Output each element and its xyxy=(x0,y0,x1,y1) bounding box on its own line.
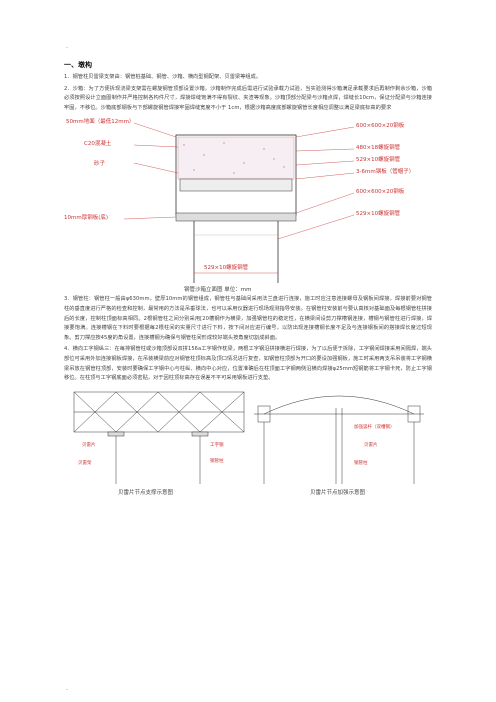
section-heading: 一、墩构 xyxy=(64,61,92,69)
sand-dots xyxy=(183,142,285,175)
left-truss-diagram xyxy=(73,391,245,484)
inner-steel-plate xyxy=(179,179,293,192)
sandbox-elevation-diagram: 50mm地面（最低12mm） C20混凝土 砂子 10mm厚钢板(底) 600×… xyxy=(64,117,414,293)
paragraph-2: 2．沙箱：为了方便拆现浇梁支架需在螺旋钢管顶部设置沙箱，沙箱制作完成后需进行试验… xyxy=(64,85,432,111)
paragraph-4: 4．横向工字钢纵三：在每排钢管柱或沙箱顶部设双拼156a工字钢作枕梁，两根工字钢… xyxy=(64,346,432,382)
label-top-left: 50mm地面（最低12mm） xyxy=(66,117,134,125)
left-label-c: 工字钢 xyxy=(210,441,224,448)
label-r1: 480×18螺旋钢管 xyxy=(356,143,401,151)
left-label-b: 贝雷架 xyxy=(78,460,92,466)
truss-node-diagrams: 贝雷片 贝雷架 工字钢 钢管柱 贝雷片节点支撑示意图 加强竖杆（双槽钢） 贝雷片… xyxy=(73,391,424,496)
sandbox-concrete-fill xyxy=(177,137,295,180)
right-truss-diagram xyxy=(254,395,424,484)
diagram1-caption: 钢管沙箱立面图 单位：mm xyxy=(184,285,251,293)
label-bottom-left: 10mm厚钢板(底) xyxy=(64,213,108,221)
left-caption: 贝雷片节点支撑示意图 xyxy=(118,488,174,496)
label-r4: 600×600×20钢板 xyxy=(356,187,405,195)
left-label-d: 钢管柱 xyxy=(210,457,224,464)
left-label-a: 贝雷片 xyxy=(82,441,96,448)
base-steel-plate xyxy=(175,213,297,222)
paragraph-3: 3．钢管柱：钢管柱一般由φ630mm，壁厚10mm的钢管组成，钢管柱与基础间采用… xyxy=(64,296,432,341)
label-r2: 529×10螺旋钢管 xyxy=(356,155,401,163)
right-label-a: 加强竖杆（双槽钢） xyxy=(354,423,395,430)
page-mark-bottom: - xyxy=(66,686,69,693)
label-r5: 529×10螺旋钢管 xyxy=(356,209,401,217)
label-sand: 砂子 xyxy=(94,159,106,167)
right-label-b: 贝雷片 xyxy=(364,441,378,448)
paragraph-1: 1．钢管柱贝雷梁支架由：钢管桩基础、钢管、沙箱、横向型钢配架、贝雷梁等组成。 xyxy=(64,74,262,80)
document-page: 一、墩构 1．钢管柱贝雷梁支架由：钢管桩基础、钢管、沙箱、横向型钢配架、贝雷梁等… xyxy=(64,60,432,498)
page-mark-top: - xyxy=(66,44,69,51)
label-top-right: 600×600×20钢板 xyxy=(356,121,405,129)
right-caption: 贝雷片节点加强示意图 xyxy=(310,488,366,496)
label-r3: 3-6mm钢板（管帽子） xyxy=(356,167,414,175)
label-concrete: C20混凝土 xyxy=(84,139,112,147)
right-label-c: 钢管柱 xyxy=(354,459,368,466)
label-bottom-center: 529×10螺旋钢管 xyxy=(204,263,249,271)
